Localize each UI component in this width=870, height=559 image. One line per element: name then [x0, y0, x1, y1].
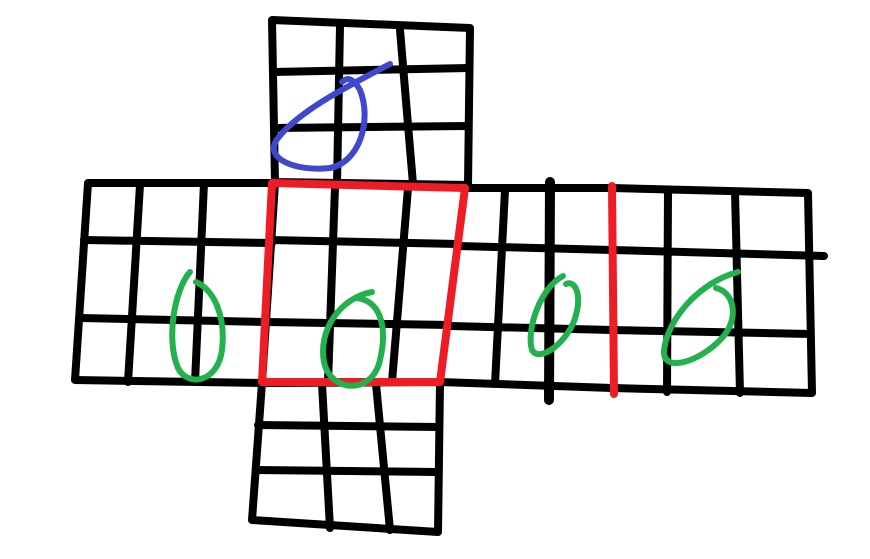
face-back-outline: [608, 184, 816, 397]
face-front-hline: [262, 318, 454, 329]
blue-arrow-loop: [270, 61, 393, 172]
face-top-outline: [268, 16, 474, 189]
face-top-hline: [269, 64, 473, 76]
red-divider-line: [608, 182, 618, 398]
face-front-vline: [324, 183, 339, 386]
front-face-red-outline: [258, 179, 469, 386]
face-front: [262, 183, 462, 386]
green-loop-front: [320, 289, 386, 389]
face-right-bottom-edge: [436, 378, 616, 392]
face-left-hline: [80, 236, 276, 247]
green-loop-left: [169, 269, 226, 383]
face-bottom-vline: [318, 380, 334, 532]
face-top-vline: [396, 26, 417, 188]
face-bottom-hline: [252, 466, 442, 476]
green-loop-right: [527, 273, 582, 358]
face-back-hline: [608, 246, 828, 260]
green-loops: [169, 269, 741, 389]
face-back-hline: [608, 326, 814, 338]
face-top: [268, 16, 474, 189]
face-top-vline: [333, 22, 344, 188]
face-front-vline: [388, 184, 412, 386]
face-right: [436, 177, 616, 405]
face-right-hline: [454, 242, 616, 254]
face-back-vline: [731, 188, 744, 397]
face-front-hline: [266, 236, 462, 248]
face-bottom-vline: [372, 380, 394, 534]
green-loop-back: [661, 269, 741, 367]
face-bottom: [248, 378, 444, 536]
face-top-hline: [270, 122, 472, 132]
face-right-vline: [491, 186, 509, 388]
face-left-vline: [124, 181, 144, 386]
face-bottom-hline: [254, 421, 442, 431]
face-bottom-outline: [248, 378, 444, 536]
highlight-front-frame: [258, 179, 469, 386]
